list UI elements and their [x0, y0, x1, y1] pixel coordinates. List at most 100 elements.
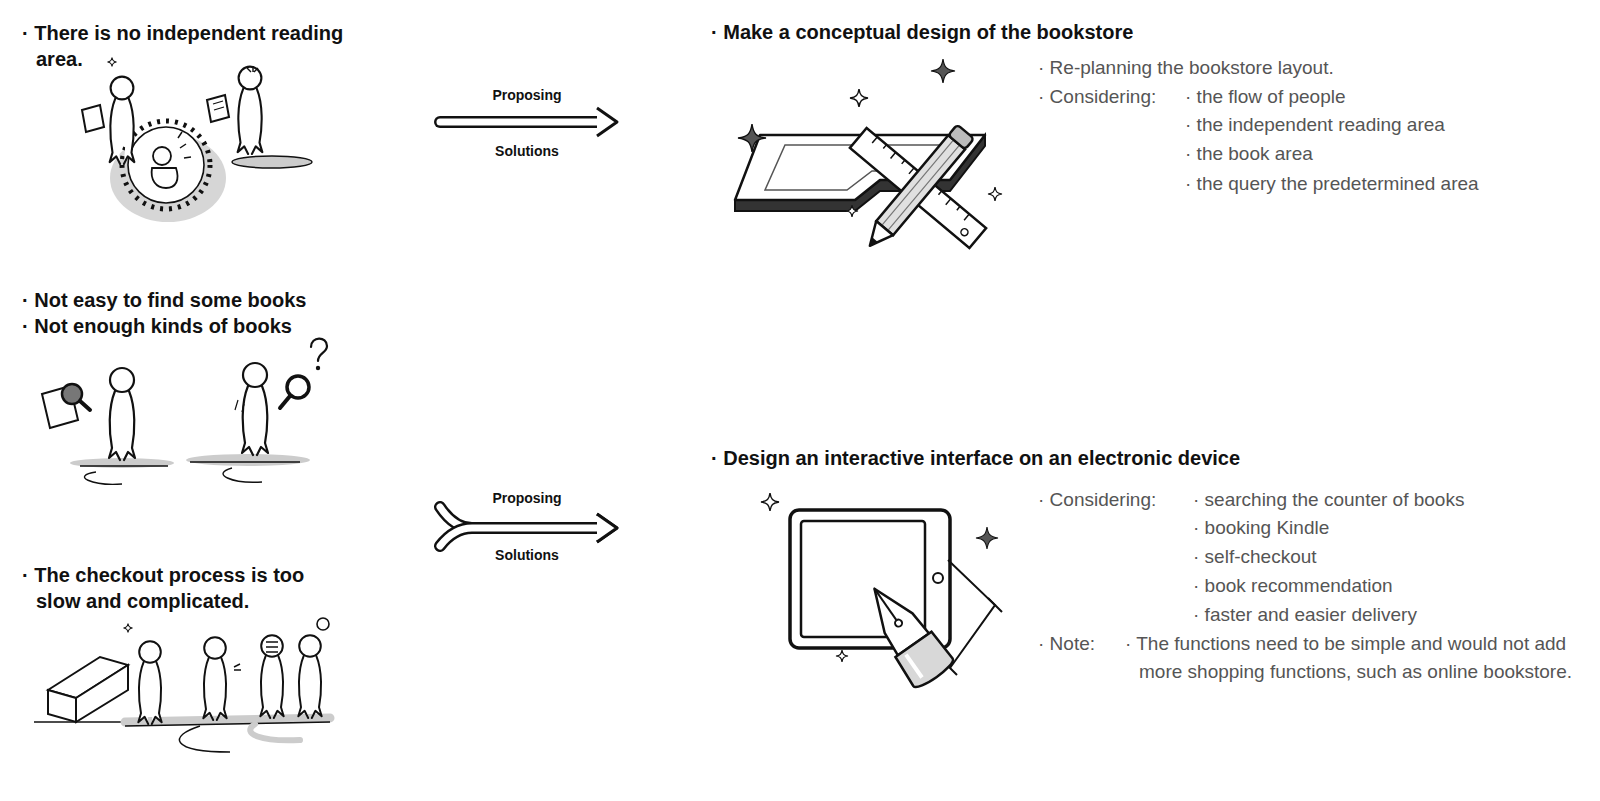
bullet-item: · Considering:	[1038, 83, 1156, 111]
problem-heading: · Not easy to find some books	[22, 287, 306, 313]
arrow-head	[597, 514, 617, 542]
arrow-outline	[440, 528, 599, 546]
arrow-label: Proposing	[489, 86, 564, 104]
checkout-queue-scene-part	[124, 624, 133, 633]
bullet-item: · Re-planning the bookstore layout.	[1038, 54, 1334, 82]
bullet-item: · Note:	[1038, 630, 1095, 658]
tablet-interface-icon-part	[761, 493, 779, 511]
problem-item: · There is no independent reading area.	[15, 12, 438, 240]
tablet-interface-icon-part	[894, 618, 904, 628]
arrow-outline	[440, 116, 599, 128]
searching-scene-part	[80, 401, 90, 410]
arrow-fill	[440, 528, 599, 546]
searching-scene-part	[235, 400, 244, 412]
layout-plan-icon-part	[867, 237, 878, 248]
searching-scene-part	[316, 366, 320, 370]
searching-scene-part	[109, 368, 135, 460]
bullet-item: · searching the counter of books	[1193, 486, 1464, 514]
arrow-head	[597, 514, 617, 542]
bullet-item: · book recommendation	[1193, 572, 1393, 600]
layout-plan-icon-part	[861, 125, 974, 253]
proposing-arrow	[440, 108, 617, 136]
noisy-reading-scene-part	[207, 95, 229, 122]
noisy-reading-scene-part	[122, 121, 210, 209]
tablet-interface-icon-part	[836, 650, 848, 662]
noisy-reading-scene-part	[82, 105, 104, 132]
layout-plan-icon	[735, 59, 1002, 253]
searching-scene-part	[311, 339, 327, 361]
checkout-queue-scene-part	[203, 637, 226, 720]
bullet-item: · faster and easier delivery	[1193, 601, 1417, 629]
searching-scene-part	[223, 468, 262, 482]
layout-plan-icon-part	[960, 227, 970, 237]
layout-plan-icon-part	[988, 187, 1002, 201]
searching-scene-part	[80, 462, 300, 466]
proposing-arrow	[440, 514, 617, 546]
checkout-queue-scene-part	[76, 665, 128, 722]
tablet-interface-icon-part	[855, 575, 956, 691]
noisy-reading-scene-part	[108, 58, 117, 67]
checkout-queue-scene-part	[250, 724, 300, 740]
problem-heading: · The checkout process is too slow and c…	[22, 562, 336, 614]
noisy-reading-scene-part	[110, 77, 135, 164]
arrow-head	[597, 108, 617, 136]
arrow-fill	[440, 119, 599, 126]
layout-plan-icon-part	[876, 135, 965, 235]
tablet-interface-icon-part	[948, 560, 995, 668]
problem-item: · Not easy to find some books· Not enoug…	[15, 282, 438, 512]
noisy-reading-scene	[82, 58, 312, 223]
searching-scene-part	[242, 363, 268, 455]
problem-item: · The checkout process is too slow and c…	[15, 541, 438, 775]
arrow-label: Proposing	[489, 489, 564, 507]
bullet-item: · The functions need to be simple and wo…	[1125, 630, 1579, 686]
bullet-item: · Considering:	[1038, 486, 1156, 514]
noisy-reading-scene-part	[152, 168, 178, 188]
solution-heading: · Design an interactive interface on an …	[711, 445, 1240, 471]
noisy-reading-scene-part	[247, 66, 258, 72]
checkout-queue-scene-part	[48, 690, 76, 722]
layout-plan-icon-part	[846, 205, 858, 217]
solution-item: · Make a conceptual design of the bookst…	[617, 8, 1585, 248]
bullet-item: · the query the predetermined area	[1185, 170, 1479, 198]
noisy-reading-scene-part	[232, 156, 312, 168]
tablet-interface-icon-part	[894, 631, 956, 691]
checkout-queue-scene	[34, 618, 330, 752]
noisy-reading-scene-part	[128, 127, 204, 203]
checkout-queue-scene-part	[298, 635, 321, 718]
checkout-queue-scene-part	[266, 642, 278, 652]
bullet-item: · booking Kindle	[1193, 514, 1329, 542]
checkout-queue-scene-part	[138, 641, 161, 724]
arrow-label: Solutions	[492, 142, 562, 160]
tablet-interface-icon-part	[874, 589, 896, 620]
problem-heading: · There is no independent reading area.	[22, 20, 346, 72]
checkout-queue-scene-part	[234, 664, 241, 670]
tablet-interface-icon-part	[790, 510, 950, 648]
bullet-item: · the flow of people	[1185, 83, 1346, 111]
searching-scene-part	[186, 454, 310, 466]
layout-plan-icon-part	[882, 140, 960, 231]
layout-plan-icon-part	[861, 221, 893, 253]
tablet-interface-icon	[761, 493, 1002, 691]
checkout-queue-scene-part	[260, 635, 283, 718]
searching-scene-part	[280, 396, 290, 408]
bullet-item: · the book area	[1185, 140, 1313, 168]
noisy-reading-scene-part	[238, 67, 263, 154]
layout-plan-icon-part	[948, 125, 974, 150]
arrow-label: Solutions	[492, 546, 562, 564]
tablet-interface-icon-part	[933, 573, 943, 583]
bullet-item: · self-checkout	[1193, 543, 1317, 571]
layout-plan-icon-part	[850, 89, 868, 107]
searching-scene	[42, 339, 327, 485]
tablet-interface-icon-part	[906, 655, 922, 678]
layout-plan-icon-part	[931, 59, 955, 83]
problem-heading: · Not enough kinds of books	[22, 313, 292, 339]
layout-plan-icon-part	[738, 124, 766, 152]
checkout-queue-scene-part	[125, 722, 330, 726]
checkout-queue-scene-part	[317, 618, 329, 630]
searching-scene-part	[84, 472, 122, 484]
noisy-reading-scene-part	[153, 147, 171, 165]
noisy-reading-scene-part	[178, 132, 191, 158]
bullet-item: · the independent reading area	[1185, 111, 1445, 139]
tablet-interface-icon-part	[976, 527, 998, 549]
solution-item: · Design an interactive interface on an …	[617, 440, 1585, 740]
